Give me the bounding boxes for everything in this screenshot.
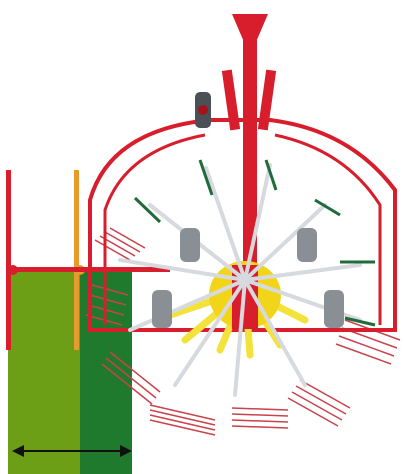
inner-frame-right bbox=[274, 133, 382, 325]
spoke-tips bbox=[133, 159, 376, 327]
tire-lower-left bbox=[152, 290, 172, 328]
swath-light-green bbox=[8, 270, 80, 474]
outer-frame bbox=[88, 118, 397, 332]
tire-upper-right bbox=[297, 228, 317, 262]
left-red-post bbox=[6, 170, 11, 350]
tire-upper-left bbox=[180, 228, 200, 262]
spokes bbox=[118, 163, 362, 397]
top-wheel-hub bbox=[198, 105, 208, 115]
tines-right bbox=[335, 319, 401, 365]
middle-orange-post bbox=[74, 170, 79, 350]
hitch-head bbox=[232, 14, 268, 42]
tire-lower-right bbox=[324, 290, 344, 328]
tines-bottom bbox=[101, 351, 351, 436]
dimension-arrow-icon bbox=[12, 445, 132, 457]
inner-frame-left bbox=[103, 133, 206, 325]
tines-left bbox=[85, 227, 146, 326]
drawbar-right bbox=[257, 69, 277, 131]
drawbar-left bbox=[221, 69, 241, 131]
